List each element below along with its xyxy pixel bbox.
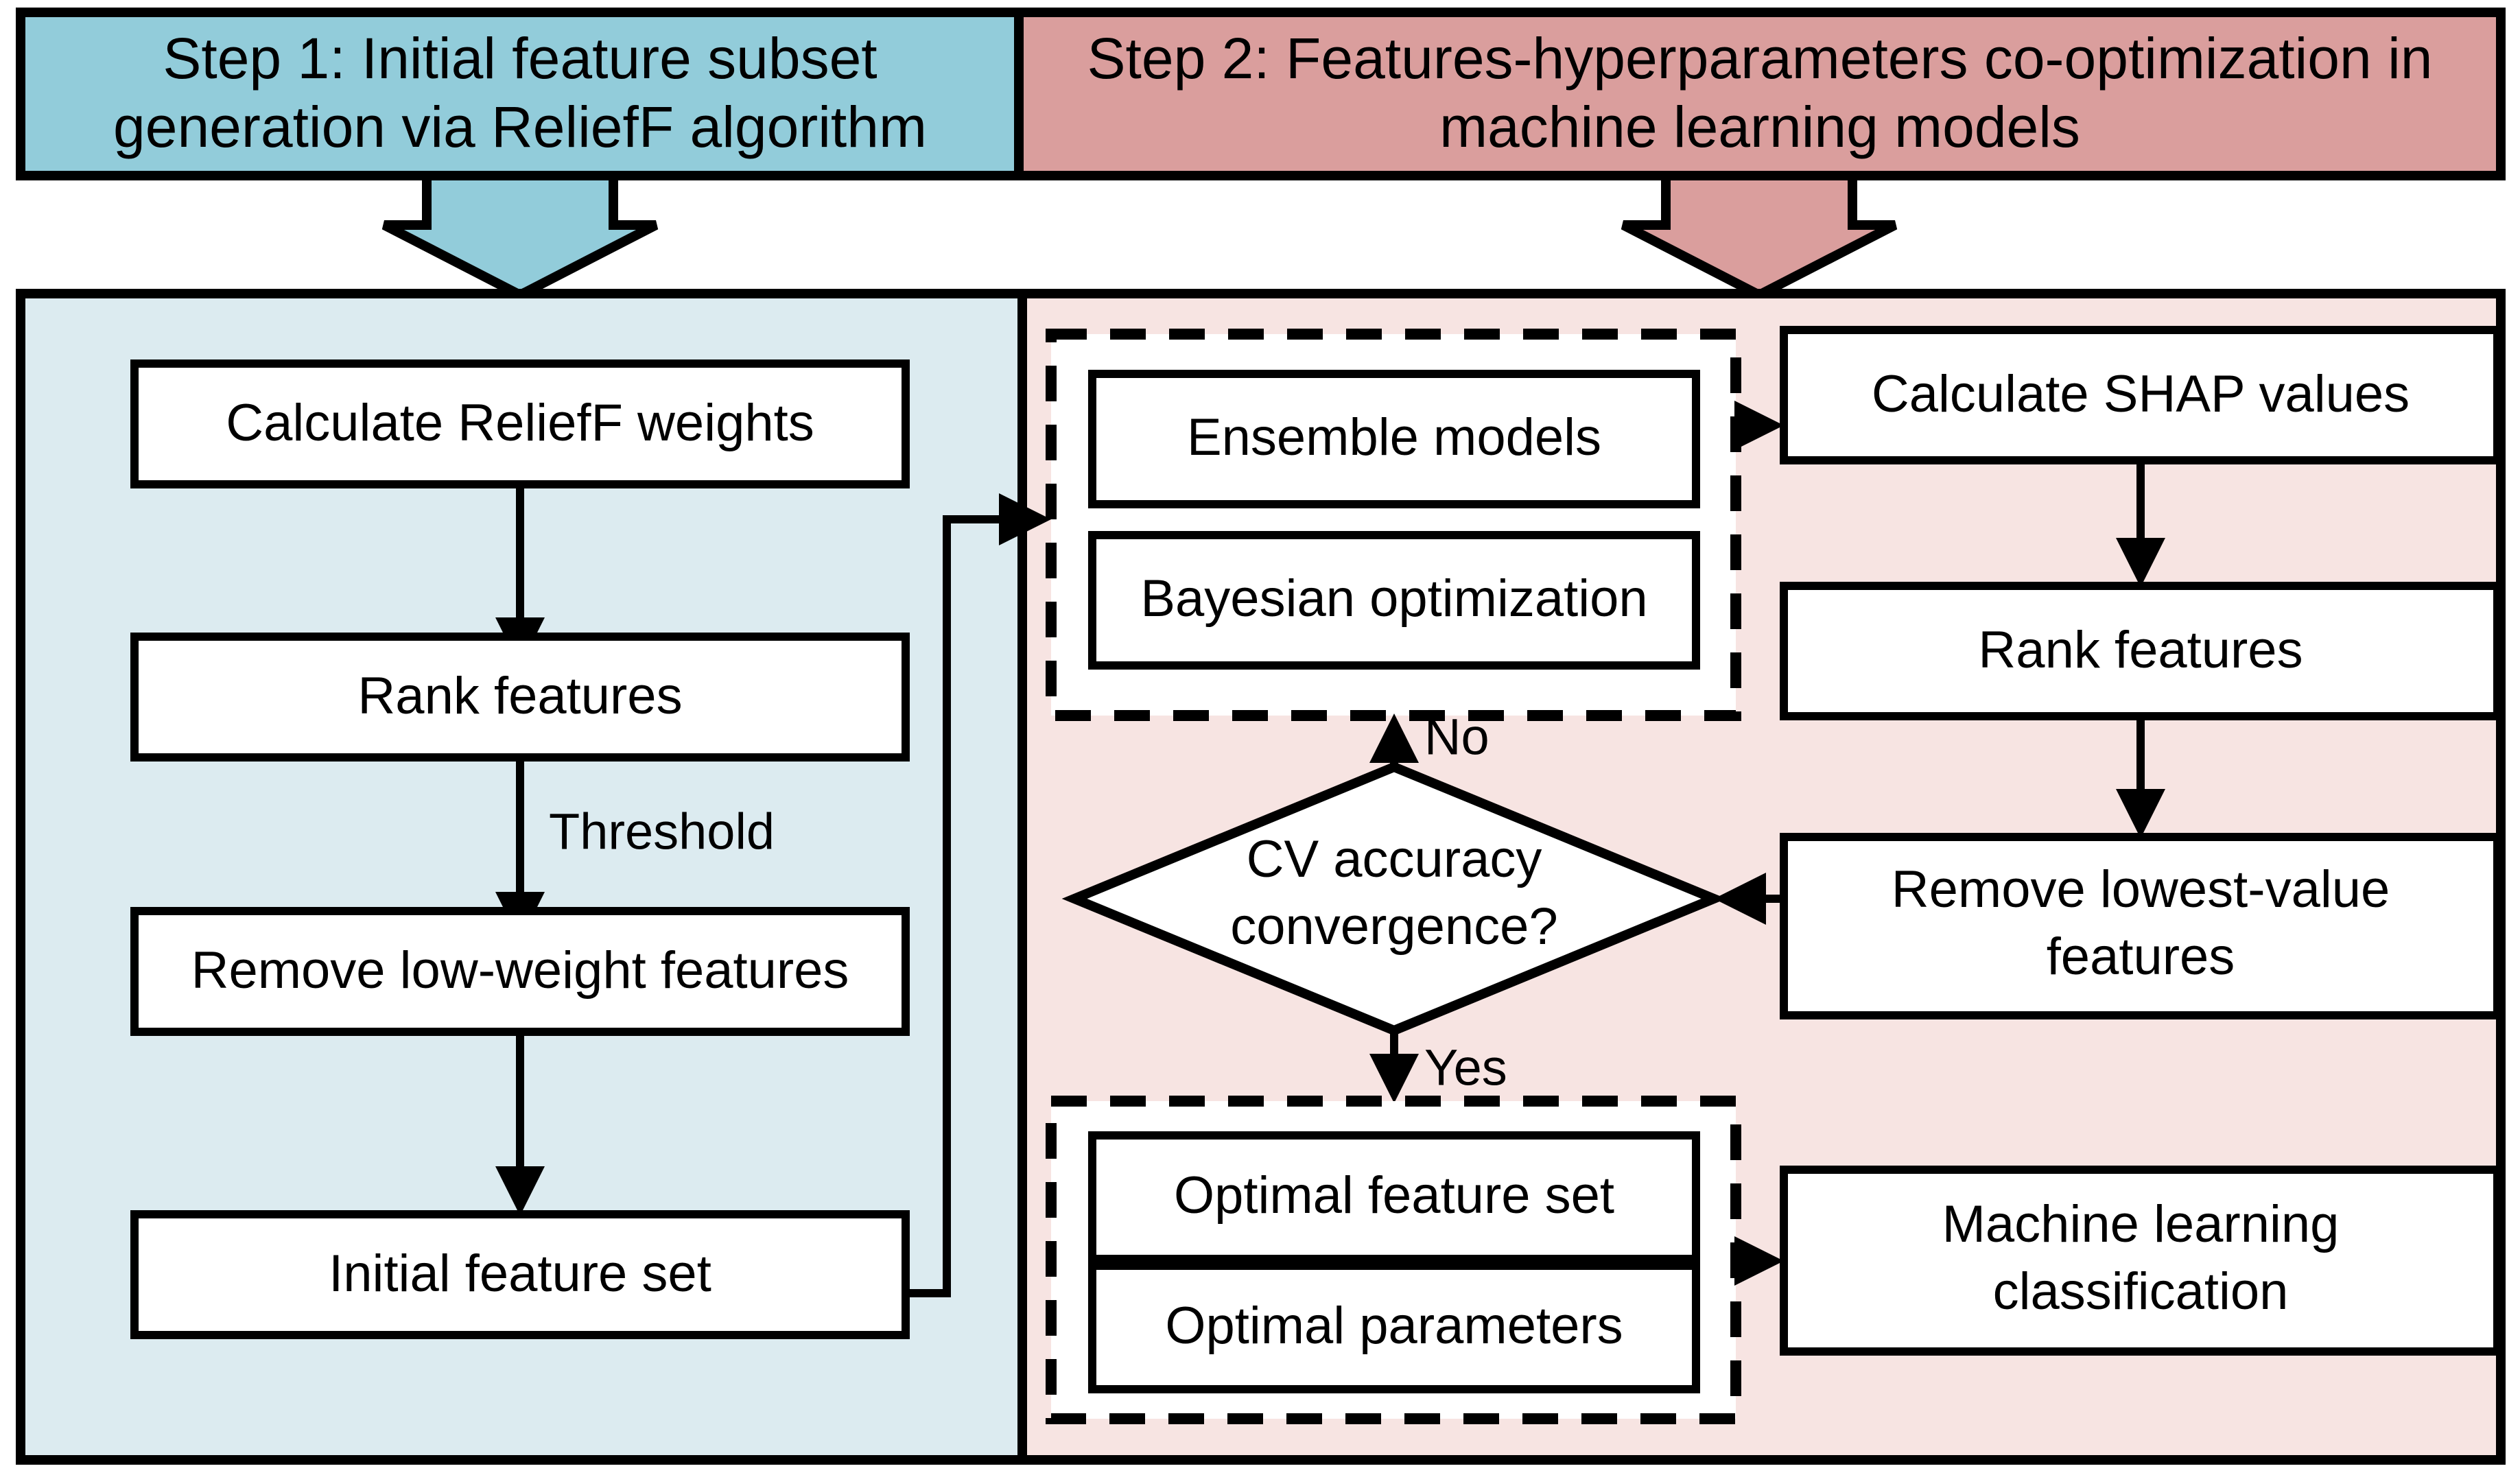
machine-learning-classification-node[interactable]: Machine learning classification — [1780, 1166, 2501, 1356]
initial-feature-set-label: Initial feature set — [329, 1244, 711, 1303]
optimal-parameters-node[interactable]: Optimal parameters — [1088, 1262, 1700, 1393]
remove-lowest-value-line1: Remove lowest-value — [1892, 860, 2390, 919]
machine-learning-classification-line2: classification — [1993, 1262, 2289, 1321]
remove-low-weight-features-node[interactable]: Remove low-weight features — [130, 907, 910, 1036]
step2-banner: Step 2: Features-hyperparameters co-opti… — [1014, 8, 2506, 180]
optimal-feature-set-node[interactable]: Optimal feature set — [1088, 1131, 1700, 1263]
calculate-relieff-weights-node[interactable]: Calculate ReliefF weights — [130, 359, 910, 488]
remove-lowest-value-features-node[interactable]: Remove lowest-value features — [1780, 833, 2501, 1019]
step1-banner-line2: generation via ReliefF algorithm — [113, 95, 927, 159]
remove-to-decision-connector — [1714, 873, 1784, 925]
rank-features-left-node[interactable]: Rank features — [130, 633, 910, 762]
rank-features-left-label: Rank features — [357, 667, 682, 725]
step1-banner-line1: Step 1: Initial feature subset — [163, 26, 877, 91]
remove-lowest-value-line2: features — [2047, 928, 2235, 986]
step1-banner: Step 1: Initial feature subset generatio… — [16, 8, 1024, 180]
bayesian-optimization-node[interactable]: Bayesian optimization — [1088, 531, 1700, 670]
group-to-classification-connector — [1734, 1236, 1784, 1286]
ensemble-models-node[interactable]: Ensemble models — [1088, 370, 1700, 508]
yes-label: Yes — [1424, 1039, 1507, 1096]
no-label: No — [1424, 709, 1489, 766]
shap-to-rank-connector — [2116, 460, 2165, 587]
ensemble-models-label: Ensemble models — [1187, 408, 1601, 467]
remove-low-weight-features-label: Remove low-weight features — [191, 941, 849, 1000]
yes-branch-connector — [1369, 1030, 1419, 1103]
step2-banner-line1: Step 2: Features-hyperparameters co-opti… — [1087, 26, 2433, 91]
bayesian-optimization-label: Bayesian optimization — [1140, 569, 1647, 628]
rank-features-right-node[interactable]: Rank features — [1780, 582, 2501, 720]
cv-accuracy-convergence-decision[interactable]: CV accuracy convergence? — [1061, 762, 1727, 1036]
optimal-feature-set-label: Optimal feature set — [1174, 1166, 1614, 1225]
calculate-shap-values-label: Calculate SHAP values — [1872, 365, 2410, 423]
cv-decision-line2: convergence? — [1230, 897, 1557, 956]
calculate-relieff-weights-label: Calculate ReliefF weights — [226, 394, 814, 452]
step1-block-arrow-down-icon — [381, 171, 659, 300]
group-to-shap-connector — [1734, 401, 1784, 450]
threshold-label: Threshold — [549, 803, 775, 860]
cv-decision-line1: CV accuracy — [1247, 830, 1542, 888]
rank-features-right-label: Rank features — [1978, 621, 2303, 679]
step2-banner-line2: machine learning models — [1439, 95, 2080, 159]
no-branch-connector — [1369, 713, 1419, 767]
rank-to-remove-connector — [2116, 716, 2165, 838]
initial-feature-set-node[interactable]: Initial feature set — [130, 1210, 910, 1339]
machine-learning-classification-line1: Machine learning — [1942, 1195, 2340, 1253]
calculate-shap-values-node[interactable]: Calculate SHAP values — [1780, 326, 2501, 464]
optimal-parameters-label: Optimal parameters — [1165, 1297, 1623, 1355]
step2-block-arrow-down-icon — [1621, 171, 1898, 300]
